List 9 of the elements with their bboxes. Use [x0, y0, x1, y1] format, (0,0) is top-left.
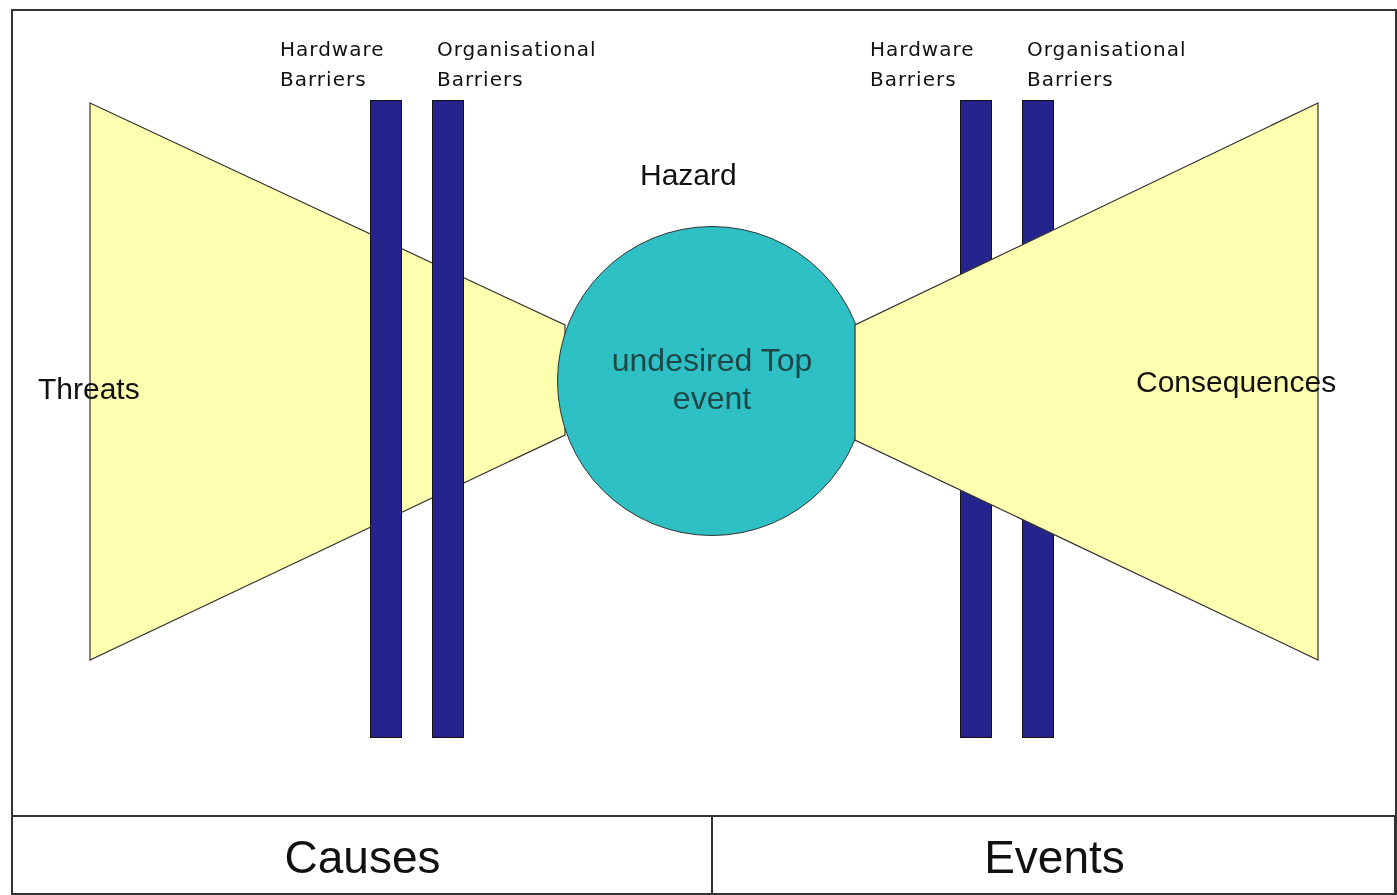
section-heading: Causes — [283, 831, 442, 883]
top-event-label: undesired Top event — [610, 341, 814, 417]
barrier-label: Organisational Barriers — [437, 36, 598, 93]
hazard-label: Hazard — [640, 158, 738, 192]
barrier-label: Hardware Barriers — [280, 36, 386, 93]
funnel-label: Consequences — [1136, 365, 1337, 399]
barrier-label: Hardware Barriers — [870, 36, 976, 93]
barrier-label: Organisational Barriers — [1027, 36, 1188, 93]
section-heading: Events — [983, 831, 1126, 883]
